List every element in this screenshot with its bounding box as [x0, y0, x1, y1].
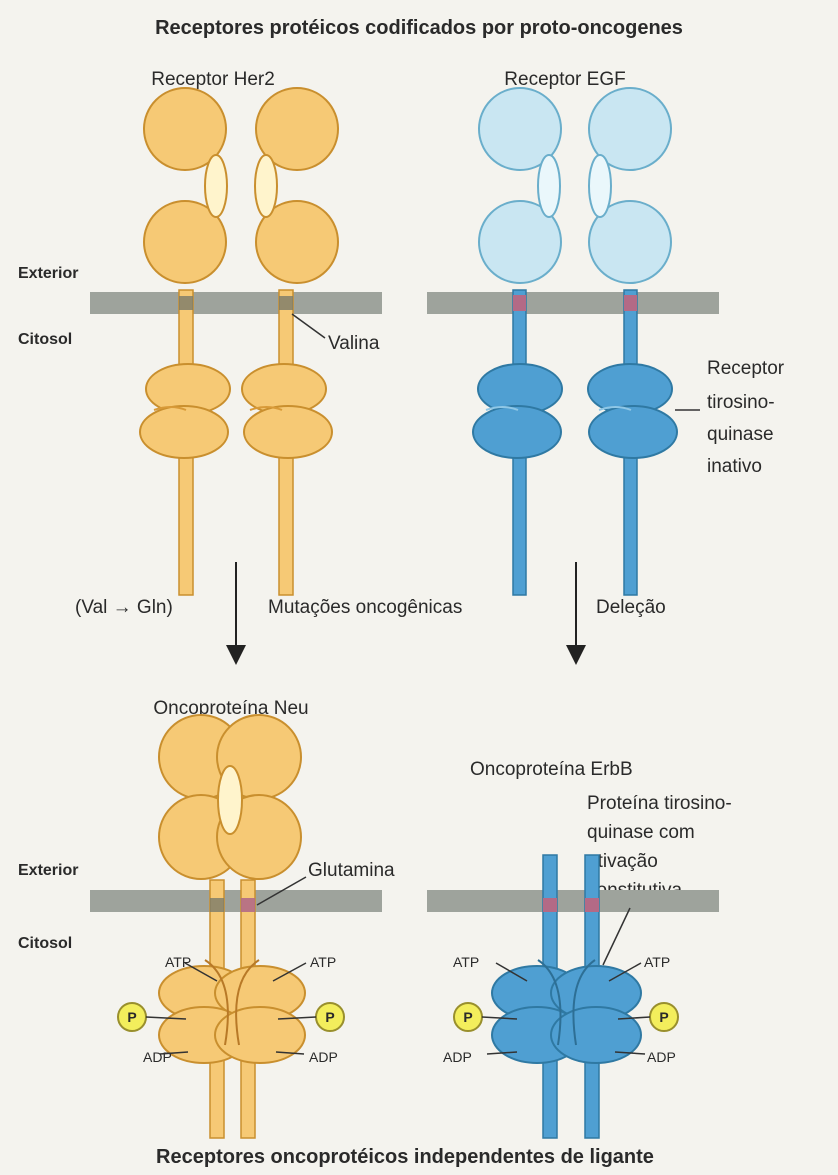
label-protein-active-1: Proteína tirosino- — [587, 793, 732, 814]
bottom-title: Receptores oncoprotéicos independentes d… — [156, 1146, 654, 1168]
label-adp-erbb-right: ADP — [647, 1049, 676, 1065]
label-adp-neu-right: ADP — [309, 1049, 338, 1065]
membrane-egf — [427, 292, 719, 314]
egf-receptor-left — [473, 88, 562, 595]
label-atp-erbb-right: ATP — [644, 954, 670, 970]
label-receptor-inactive-1: Receptor — [707, 358, 785, 379]
label-deletion: Deleção — [596, 597, 666, 618]
label-phosphate-neu-right: P — [325, 1009, 334, 1025]
label-atp-neu-right: ATP — [310, 954, 336, 970]
label-phosphate-neu-left: P — [127, 1009, 136, 1025]
label-valina: Valina — [328, 333, 380, 354]
neu-dimer — [159, 715, 305, 1138]
label-egf: Receptor EGF — [504, 69, 625, 90]
label-erbb: Oncoproteína ErbB — [470, 759, 633, 780]
membrane-erbb — [427, 890, 719, 912]
label-neu: Oncoproteína Neu — [153, 698, 308, 719]
label-protein-active-2: quinase com — [587, 822, 695, 843]
label-adp-erbb-left: ADP — [443, 1049, 472, 1065]
label-glutamina: Glutamina — [308, 860, 395, 881]
label-atp-erbb-left: ATP — [453, 954, 479, 970]
valina-pointer — [292, 314, 325, 338]
membrane-her2 — [90, 292, 382, 314]
active-kinase-pointer — [603, 908, 630, 965]
label-val-gln: (Val → Gln) — [75, 597, 173, 618]
label-exterior-top: Exterior — [18, 265, 78, 282]
label-citosol-top: Citosol — [18, 331, 72, 348]
label-mutation-center: Mutações oncogênicas — [268, 597, 462, 618]
top-title: Receptores protéicos codificados por pro… — [155, 17, 683, 39]
membrane-neu — [90, 890, 382, 912]
label-receptor-inactive-3: quinase — [707, 424, 774, 445]
label-phosphate-erbb-right: P — [659, 1009, 668, 1025]
label-citosol-bottom: Citosol — [18, 935, 72, 952]
label-exterior-bottom: Exterior — [18, 862, 78, 879]
her2-receptor-left — [140, 88, 230, 595]
label-her2: Receptor Her2 — [151, 69, 275, 90]
label-receptor-inactive-4: inativo — [707, 456, 762, 477]
egf-receptor-right — [588, 88, 677, 595]
label-adp-neu-left: ADP — [143, 1049, 172, 1065]
label-atp-neu-left: ATP — [165, 954, 191, 970]
label-receptor-inactive-2: tirosino- — [707, 392, 775, 413]
her2-receptor-right — [242, 88, 338, 595]
label-phosphate-erbb-left: P — [463, 1009, 472, 1025]
